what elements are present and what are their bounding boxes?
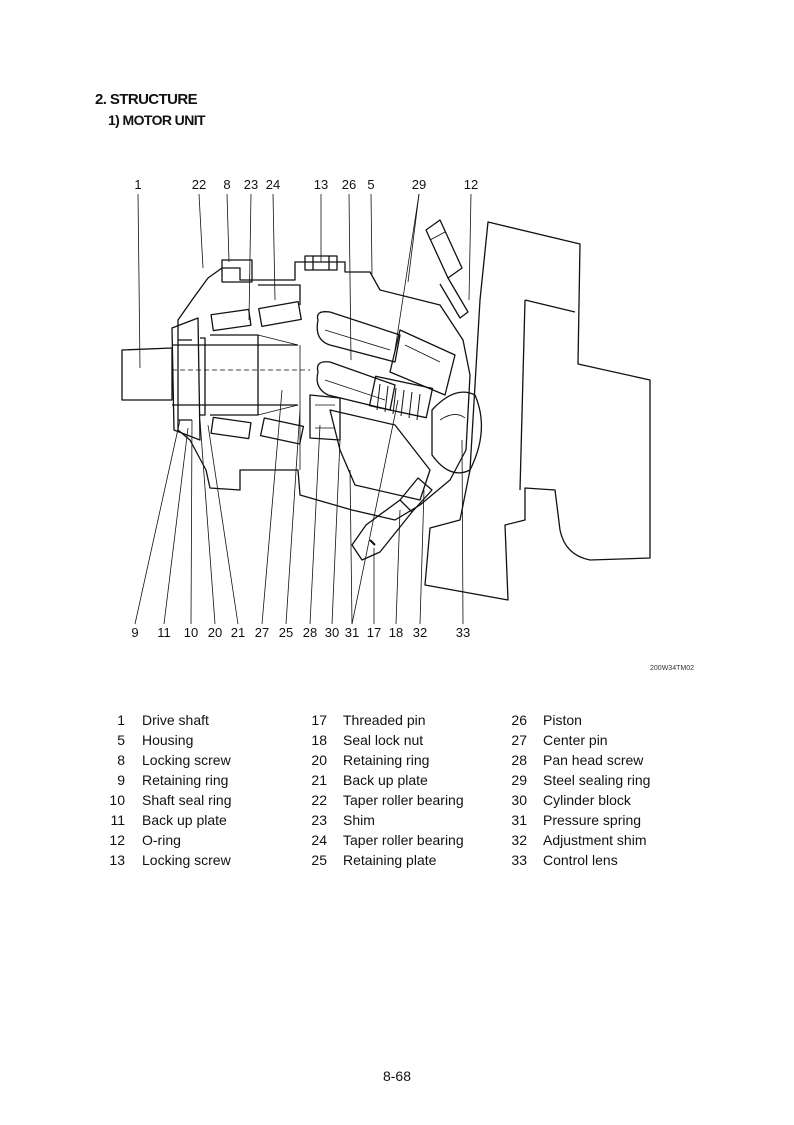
bottom-callout-label: 18	[389, 625, 403, 640]
bottom-callout-label: 21	[231, 625, 245, 640]
part-name: Shim	[343, 812, 375, 828]
part-number: 10	[109, 792, 125, 808]
bottom-callout-label: 17	[367, 625, 381, 640]
part-number: 18	[311, 732, 327, 748]
part-name: Piston	[543, 712, 582, 728]
figure-code: 200W34TM02	[650, 665, 694, 672]
top-callout-label: 1	[134, 177, 141, 192]
motor-unit-diagram: 1 22 8 23 24 13 26 5 29 12 9 11 10 20 21…	[121, 177, 694, 672]
part-number: 1	[117, 712, 125, 728]
page-number: 8-68	[382, 1068, 412, 1084]
part-name: Steel sealing ring	[543, 772, 651, 788]
part-number: 28	[511, 752, 527, 768]
bottom-callout-label: 31	[345, 625, 359, 640]
part-number: 25	[311, 852, 327, 868]
part-number: 33	[511, 852, 527, 868]
top-callout-label: 24	[266, 177, 280, 192]
part-name: Control lens	[543, 852, 618, 868]
part-name: Seal lock nut	[343, 732, 424, 748]
part-name: O-ring	[142, 832, 181, 848]
part-name: Back up plate	[343, 772, 428, 788]
bottom-callout-label: 9	[131, 625, 138, 640]
part-name: Locking screw	[142, 752, 231, 768]
bottom-callout-label: 20	[208, 625, 222, 640]
part-name: Taper roller bearing	[343, 792, 464, 808]
top-callout-label: 22	[192, 177, 206, 192]
part-name: Pan head screw	[543, 752, 644, 768]
parts-list: 1 Drive shaft 5 Housing 8 Locking screw …	[0, 710, 794, 880]
part-number: 29	[511, 772, 527, 788]
bottom-callout-label: 33	[456, 625, 470, 640]
top-callout-label: 29	[412, 177, 426, 192]
part-number: 32	[511, 832, 527, 848]
motor-cross-section-drawing	[121, 219, 651, 601]
part-name: Center pin	[543, 732, 608, 748]
top-callout-label: 13	[314, 177, 328, 192]
part-number: 27	[511, 732, 527, 748]
part-name: Cylinder block	[543, 792, 631, 808]
part-number: 8	[117, 752, 125, 768]
part-name: Locking screw	[142, 852, 231, 868]
part-name: Shaft seal ring	[142, 792, 232, 808]
part-name: Housing	[142, 732, 194, 748]
part-number: 31	[511, 812, 527, 828]
top-callout-label: 23	[244, 177, 258, 192]
bottom-callout-label: 28	[303, 625, 317, 640]
part-number: 13	[109, 852, 125, 868]
part-name: Threaded pin	[343, 712, 426, 728]
top-callout-label: 8	[223, 177, 230, 192]
callout-leader-lines	[134, 193, 472, 625]
section-subheading: 1) MOTOR UNIT	[108, 112, 206, 128]
part-number: 22	[311, 792, 327, 808]
part-number: 5	[117, 732, 125, 748]
part-name: Back up plate	[142, 812, 227, 828]
part-number: 17	[311, 712, 327, 728]
part-name: Drive shaft	[142, 712, 209, 728]
bottom-callout-label: 27	[255, 625, 269, 640]
part-number: 23	[311, 812, 327, 828]
part-number: 26	[511, 712, 527, 728]
part-number: 30	[511, 792, 527, 808]
part-name: Taper roller bearing	[343, 832, 464, 848]
part-name: Retaining plate	[343, 852, 437, 868]
bottom-callout-label: 11	[157, 625, 171, 640]
part-number: 11	[110, 812, 125, 828]
top-callout-label: 5	[367, 177, 374, 192]
part-name: Adjustment shim	[543, 832, 647, 848]
part-number: 12	[109, 832, 125, 848]
part-number: 9	[117, 772, 125, 788]
bottom-callout-label: 10	[184, 625, 198, 640]
part-name: Pressure spring	[543, 812, 642, 828]
part-name: Retaining ring	[343, 752, 430, 768]
top-callout-label: 12	[464, 177, 478, 192]
section-heading: 2. STRUCTURE	[95, 91, 198, 108]
bottom-callout-label: 32	[413, 625, 427, 640]
bottom-callout-label: 30	[325, 625, 339, 640]
part-name: Retaining ring	[142, 772, 229, 788]
top-callout-label: 26	[342, 177, 356, 192]
part-number: 20	[311, 752, 327, 768]
part-number: 24	[311, 832, 327, 848]
part-number: 21	[311, 772, 327, 788]
bottom-callout-label: 25	[279, 625, 293, 640]
